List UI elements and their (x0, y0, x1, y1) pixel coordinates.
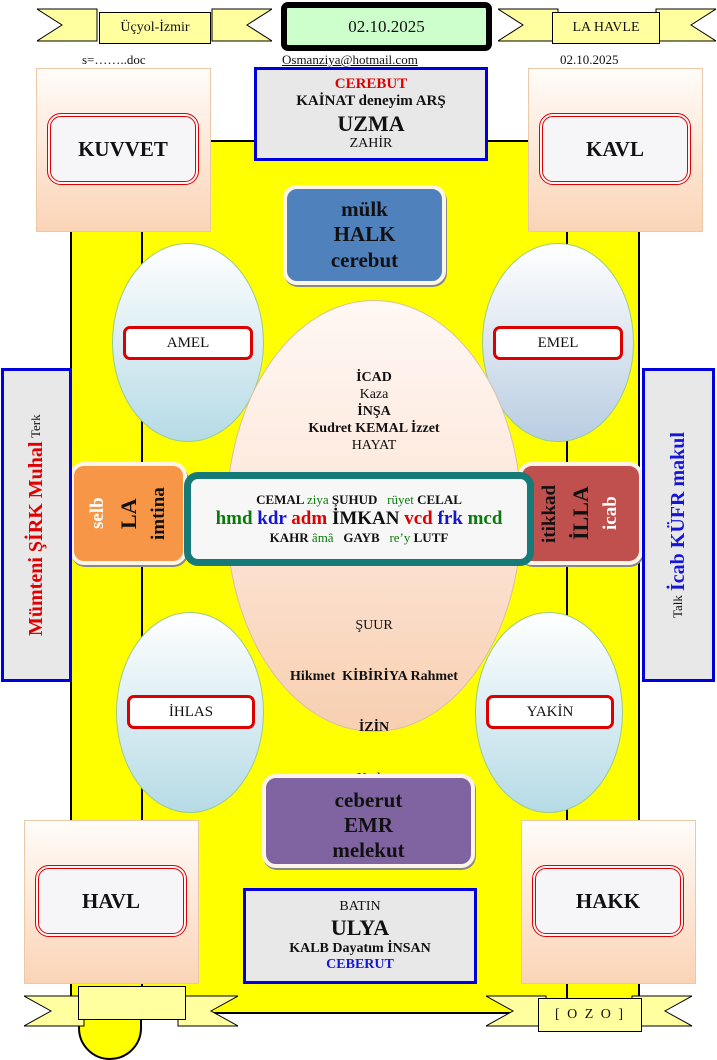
amel-label: AMEL (123, 326, 253, 360)
imkan-center-box: CEMAL ziya ŞUHUD rüyet CELAL hmd kdr adm… (184, 472, 534, 566)
bottom-right-ribbon: [ O Z O ] (486, 995, 692, 1032)
center-row-1: CEMAL ziya ŞUHUD rüyet CELAL (256, 492, 462, 508)
uzma-label: UZMA (337, 110, 405, 136)
hayat-text: HAYAT (351, 438, 397, 453)
ribbon-tails-icon (37, 8, 272, 42)
imtina-text: imtina (147, 487, 169, 540)
suur-text: ŞUUR (355, 618, 393, 633)
left-side-box: Mümteni ŞİRK Muhal Terk (1, 368, 72, 682)
location-label: Üçyol-İzmir (99, 12, 211, 44)
oval-bottom-left: İHLAS (116, 612, 264, 813)
oval-top-right: EMEL (482, 243, 634, 442)
right-column-strip (566, 140, 640, 1014)
kdr-text: kdr (257, 508, 287, 529)
kalb-label: KALB Dayatım İNSAN (289, 940, 431, 956)
itikkad-text: itikkad (538, 484, 560, 543)
cerebut-text: cerebut (330, 247, 399, 272)
ihlas-label: İHLAS (127, 695, 255, 729)
kuvvet-label: KUVVET (47, 113, 199, 185)
rey-text: re’y (389, 530, 411, 545)
hakk-label: HAKK (532, 865, 684, 937)
emel-label: EMEL (493, 326, 623, 360)
bottom-left-ribbon-label (78, 986, 186, 1020)
insa-text: İNŞA (357, 404, 391, 419)
hmd-text: hmd (215, 508, 253, 529)
corner-card-bottom-left: HAVL (24, 820, 199, 984)
oval-bottom-right: YAKİN (475, 612, 623, 813)
right-side-box: İcab KÜFR makul Talk (642, 368, 715, 682)
icab-text: icab (599, 496, 621, 531)
center-row-3: KAHR âmâ GAYB re’y LUTF (270, 530, 449, 546)
bottom-left-ribbon (24, 986, 238, 1027)
left-ribbon: Üçyol-İzmir (37, 8, 272, 44)
imkan-text: İMKAN (331, 508, 400, 529)
ceberut-label: CEBERUT (326, 956, 394, 972)
la-havle-label: LA HAVLE (552, 12, 660, 44)
mulk-halk-block: mülk HALK cerebut (283, 185, 446, 285)
suhud-text: ŞUHUD (331, 492, 378, 507)
emr-text: EMR (344, 813, 393, 838)
itikkad-illa-block: itikkad İLLA icab (518, 462, 643, 565)
central-oval-top-text: İCAD Kaza İNŞA Kudret KEMAL İzzet HAYAT (226, 369, 522, 454)
ribbon-tails-icon (498, 8, 716, 42)
ziya-text: ziya (306, 492, 329, 507)
center-row-2: hmd kdr adm İMKAN vcd frk mcd (216, 508, 503, 530)
corner-card-bottom-right: HAKK (521, 820, 696, 984)
icad-text: İCAD (356, 370, 392, 385)
lutf-text: LUTF (413, 530, 449, 545)
kudret-text: Kudret KEMAL İzzet (308, 421, 440, 436)
ribbon-tails-icon (486, 995, 692, 1027)
zahir-label: ZAHİR (349, 135, 393, 151)
ruyet-text: rüyet (387, 492, 414, 507)
oval-top-left: AMEL (112, 243, 264, 442)
top-info-box: CEREBUT KAİNAT deneyim ARŞ UZMA ZAHİR (254, 67, 488, 161)
izin-text: İZİN (358, 720, 390, 735)
right-ribbon: LA HAVLE (498, 8, 716, 44)
icab-kufr-text: İcab KÜFR makul (667, 432, 689, 591)
kaza-text: Kaza (359, 387, 389, 402)
batin-label: BATIN (339, 899, 381, 915)
mumteni-sirk-text: Mümteni ŞİRK Muhal (25, 441, 47, 637)
ceberut-text: ceberut (334, 788, 403, 812)
file-reference: s=……..doc (82, 52, 146, 67)
hikmet-text: Hikmet KİBİRİYA Rahmet (290, 669, 458, 684)
la-text: LA (115, 498, 141, 529)
frk-text: frk (437, 508, 463, 529)
ceberut-emr-block: ceberut EMR melekut (262, 774, 475, 868)
selb-text: selb (86, 497, 108, 530)
left-column-strip (70, 140, 143, 1014)
ulya-label: ULYA (330, 915, 390, 941)
yakin-label: YAKİN (486, 695, 614, 729)
illa-text: İLLA (567, 486, 593, 541)
kavl-label: KAVL (539, 113, 691, 185)
cerebut-label: CEREBUT (334, 76, 408, 93)
havl-label: HAVL (35, 865, 187, 937)
bottom-info-box: BATIN ULYA KALB Dayatım İNSAN CEBERUT (243, 888, 477, 984)
ozo-label: [ O Z O ] (538, 998, 642, 1032)
ama-text: âmâ (311, 530, 334, 545)
date-box: 02.10.2025 (281, 2, 492, 51)
corner-card-top-right: KAVL (528, 68, 703, 232)
melekut-text: melekut (332, 838, 405, 863)
celal-text: CELAL (417, 492, 462, 507)
corner-card-top-left: KUVVET (36, 68, 211, 232)
gayb-text: GAYB (343, 530, 380, 545)
halk-text: HALK (333, 222, 396, 247)
vcd-text: vcd (404, 508, 433, 529)
terk-text: Terk (28, 413, 44, 438)
mulk-text: mülk (341, 197, 388, 222)
adm-text: adm (291, 508, 328, 529)
kahr-text: KAHR (269, 530, 309, 545)
cemal-text: CEMAL (256, 492, 304, 507)
date-small: 02.10.2025 (560, 52, 619, 67)
selb-la-block: selb LA imtina (70, 462, 187, 565)
mcd-text: mcd (467, 508, 503, 529)
email-link[interactable]: Osmanziya@hotmail.com (282, 52, 418, 67)
kainat-label: KAİNAT deneyim ARŞ (296, 93, 446, 110)
ribbon-tails-icon (24, 995, 238, 1027)
talk-text: Talk (670, 595, 686, 618)
